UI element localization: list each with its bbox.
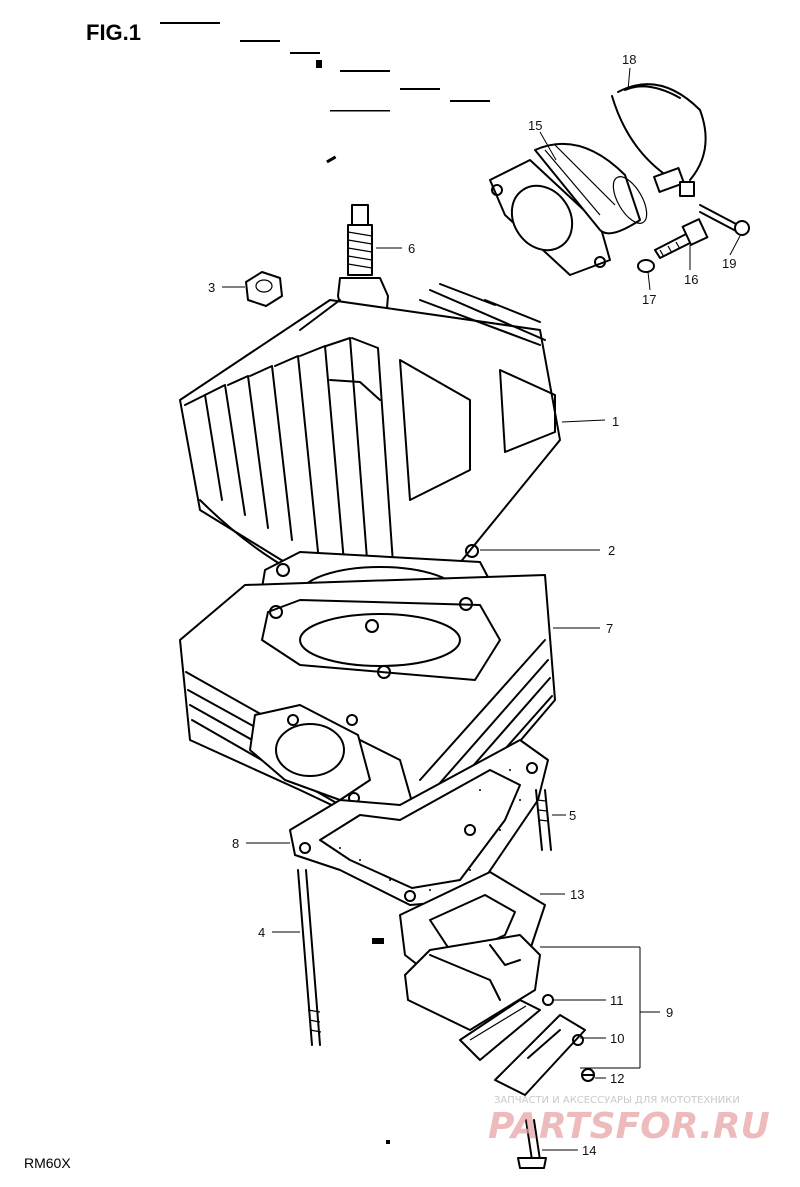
watermark: ЗАПЧАСТИ И АКСЕССУАРЫ ДЛЯ МОТОТЕХНИКИ PA…	[488, 1095, 770, 1147]
stud-bolt-short	[535, 789, 552, 851]
part-label-17: 17	[642, 292, 656, 307]
reed-bolt	[517, 1119, 547, 1169]
cylinder	[179, 574, 556, 836]
part-label-7: 7	[606, 621, 613, 636]
part-label-9: 9	[666, 1005, 673, 1020]
reed-petal	[459, 999, 541, 1061]
part-label-12: 12	[610, 1071, 624, 1086]
reed-stopper	[494, 1014, 586, 1096]
figure-title: FIG.1	[86, 20, 141, 45]
clamp-screw	[699, 204, 750, 236]
part-label-2: 2	[608, 543, 615, 558]
part-label-5: 5	[569, 808, 576, 823]
stud-bolt-long	[297, 869, 322, 1046]
part-label-15: 15	[528, 118, 542, 133]
part-label-14: 14	[582, 1143, 596, 1158]
part-label-10: 10	[610, 1031, 624, 1046]
part-label-4: 4	[258, 925, 265, 940]
part-label-3: 3	[208, 280, 215, 295]
part-label-1: 1	[612, 414, 619, 429]
model-code: RM60X	[24, 1155, 71, 1171]
part-labels: 1 2 3 4 5 6 7 8 9 10 11 12 13 14 15 16 1…	[208, 52, 736, 1158]
cylinder-head	[179, 283, 561, 591]
intake-bolt	[654, 218, 709, 259]
hose-clamp	[611, 83, 707, 197]
reed-valve-body	[404, 934, 554, 1031]
watermark-brand: PARTSFOR.RU	[488, 1106, 770, 1147]
part-label-19: 19	[722, 256, 736, 271]
part-label-13: 13	[570, 887, 584, 902]
washer	[637, 259, 655, 273]
part-label-18: 18	[622, 52, 636, 67]
leader-lines	[222, 67, 741, 1151]
watermark-tagline: ЗАПЧАСТИ И АКСЕССУАРЫ ДЛЯ МОТОТЕХНИКИ	[494, 1095, 740, 1106]
reed-screw	[581, 1068, 595, 1082]
part-label-8: 8	[232, 836, 239, 851]
scan-noise	[160, 22, 490, 1144]
part-label-6: 6	[408, 241, 415, 256]
part-label-16: 16	[684, 272, 698, 287]
cylinder-head-nut	[245, 271, 283, 307]
intake-pipe	[489, 142, 648, 276]
part-label-11: 11	[610, 993, 624, 1008]
